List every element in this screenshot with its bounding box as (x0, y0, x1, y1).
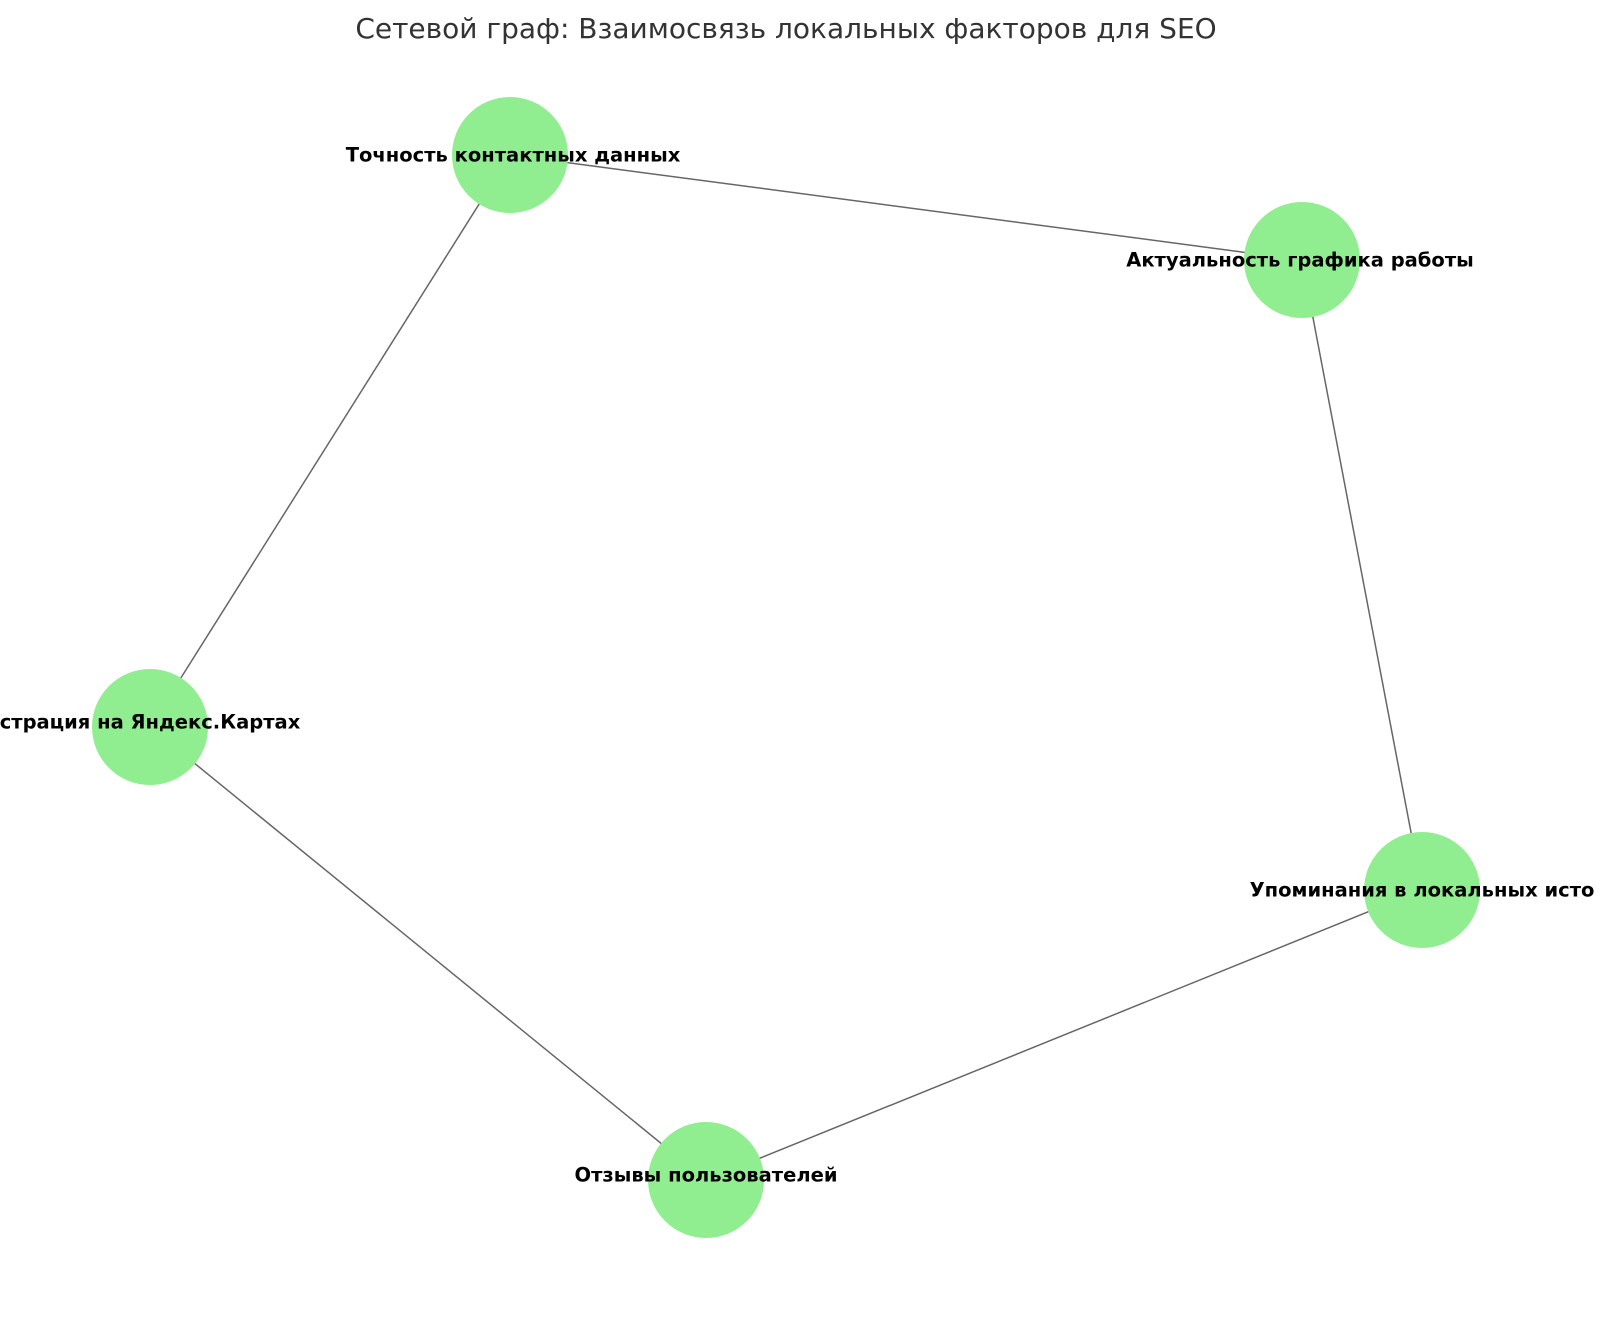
graph-edges (149, 154, 1423, 1181)
graph-node[interactable] (1244, 202, 1360, 318)
graph-edge (509, 154, 1303, 261)
graph-node[interactable] (648, 1122, 764, 1238)
graph-edge (149, 726, 707, 1181)
graph-edge (1301, 259, 1423, 891)
graph-edge (705, 889, 1423, 1181)
page-title: Сетевой граф: Взаимосвязь локальных факт… (355, 12, 1217, 45)
graph-edge (149, 154, 511, 728)
graph-node[interactable] (92, 669, 208, 785)
graph-node[interactable] (452, 97, 568, 213)
graph-node[interactable] (1364, 832, 1480, 948)
